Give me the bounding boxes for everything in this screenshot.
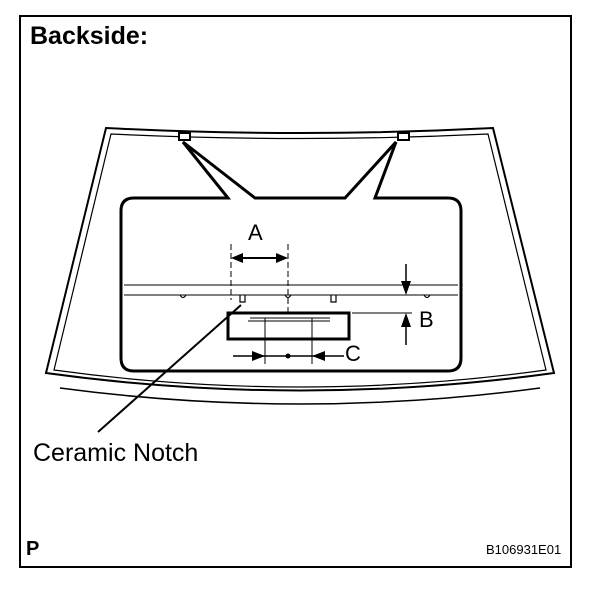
bracket-left bbox=[178, 132, 191, 141]
dimension-c-arrow-left bbox=[252, 351, 265, 361]
dimension-b-arrow-top bbox=[401, 281, 411, 295]
windshield-outline-inner bbox=[53, 133, 547, 388]
dimension-b-label: B bbox=[419, 307, 434, 332]
dimension-c-label: C bbox=[345, 341, 361, 366]
windshield-outline-outer bbox=[44, 126, 556, 392]
dimension-b-arrow-bottom bbox=[401, 313, 411, 327]
dimension-c-arrow-right bbox=[312, 351, 325, 361]
dimension-a-arrow-right bbox=[276, 253, 288, 263]
bracket-right bbox=[397, 132, 410, 141]
dimension-a-arrow-left bbox=[231, 253, 243, 263]
dimension-c-center-dot bbox=[285, 353, 291, 359]
page-title: Backside: bbox=[30, 22, 149, 50]
ceramic-notches bbox=[179, 294, 431, 303]
ceramic-notch-label: Ceramic Notch bbox=[33, 439, 198, 467]
figure-id: B106931E01 bbox=[486, 542, 562, 557]
corner-mark: P bbox=[26, 538, 40, 560]
windshield-bottom-edge bbox=[59, 387, 541, 405]
mirror-base-rect bbox=[226, 311, 351, 341]
ceramic-notch-leader-line bbox=[97, 304, 242, 433]
dimension-a-label: A bbox=[248, 220, 263, 245]
detail-callout-box bbox=[119, 140, 463, 373]
